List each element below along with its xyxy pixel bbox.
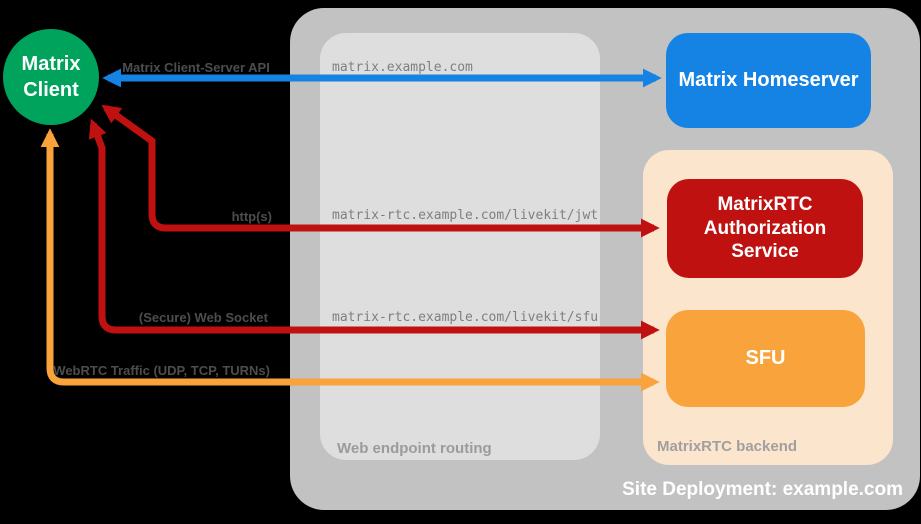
site-deployment-caption: Site Deployment: example.com xyxy=(622,479,903,500)
matrix-client-label: Matrix Client xyxy=(21,53,81,101)
matrixrtc-authorization-service-node: MatrixRTC Authorization Service xyxy=(667,179,863,278)
sfu-label: SFU xyxy=(745,347,786,369)
matrix-homeserver-label: Matrix Homeserver xyxy=(678,69,859,91)
sfu-node: SFU xyxy=(666,310,865,407)
matrixrtc-backend-caption: MatrixRTC backend xyxy=(657,438,798,455)
jwt-endpoint-url: matrix-rtc.example.com/livekit/jwt xyxy=(332,208,599,223)
websocket-label: (Secure) Web Socket xyxy=(138,310,268,325)
client-server-api-label: Matrix Client-Server API xyxy=(122,60,270,75)
webrtc-traffic-label: WebRTC Traffic (UDP, TCP, TURNs) xyxy=(53,363,270,378)
sfu-endpoint-url: matrix-rtc.example.com/livekit/sfu xyxy=(332,310,599,325)
matrixrtc-authorization-service-label: MatrixRTC Authorization Service xyxy=(703,193,827,263)
client-sfu-webrtc-arrow xyxy=(40,128,660,392)
https-label: http(s) xyxy=(231,209,272,224)
matrix-client-node: Matrix Client xyxy=(3,29,99,125)
homeserver-endpoint-url: matrix.example.com xyxy=(332,60,473,75)
web-endpoint-routing-caption: Web endpoint routing xyxy=(337,440,492,457)
matrix-homeserver-node: Matrix Homeserver xyxy=(666,33,871,128)
